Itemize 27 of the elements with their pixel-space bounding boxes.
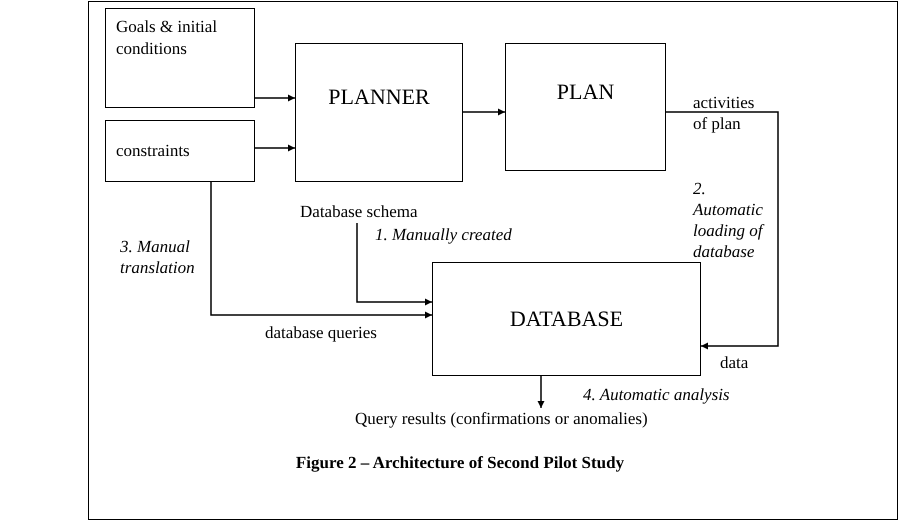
step-label: 3. Manual translation [120, 236, 196, 278]
step-label: 2. Automatic loading of database [693, 178, 766, 262]
annotation-text: data [720, 352, 750, 373]
box-label: DATABASE [510, 304, 624, 333]
process-box [105, 8, 255, 108]
step-label: 1. Manually created [375, 224, 513, 245]
annotation-text: activities of plan [693, 92, 756, 134]
process-box [295, 43, 463, 182]
arrow [538, 376, 544, 408]
process-box [432, 262, 701, 376]
arrow [463, 108, 505, 116]
box-label: PLANNER [328, 83, 430, 112]
arrow [210, 181, 432, 318]
process-box [505, 43, 666, 171]
box-label: Goals & initial conditions [116, 17, 218, 58]
edge-label: 4. Automatic analysis [583, 384, 730, 405]
box-label: constraints [116, 140, 190, 162]
arrow [255, 144, 295, 152]
arrow [255, 94, 295, 102]
annotation-text: database queries [265, 322, 378, 343]
arrow [666, 111, 779, 350]
arrow [356, 223, 432, 306]
figure-caption: Figure 2 – Architecture of Second Pilot Study [294, 452, 626, 473]
box-label: PLAN [556, 78, 614, 106]
process-box [105, 120, 255, 182]
annotation-text: Query results (confirmations or anomalies) [355, 408, 648, 430]
annotation-text: Database schema [300, 200, 418, 223]
